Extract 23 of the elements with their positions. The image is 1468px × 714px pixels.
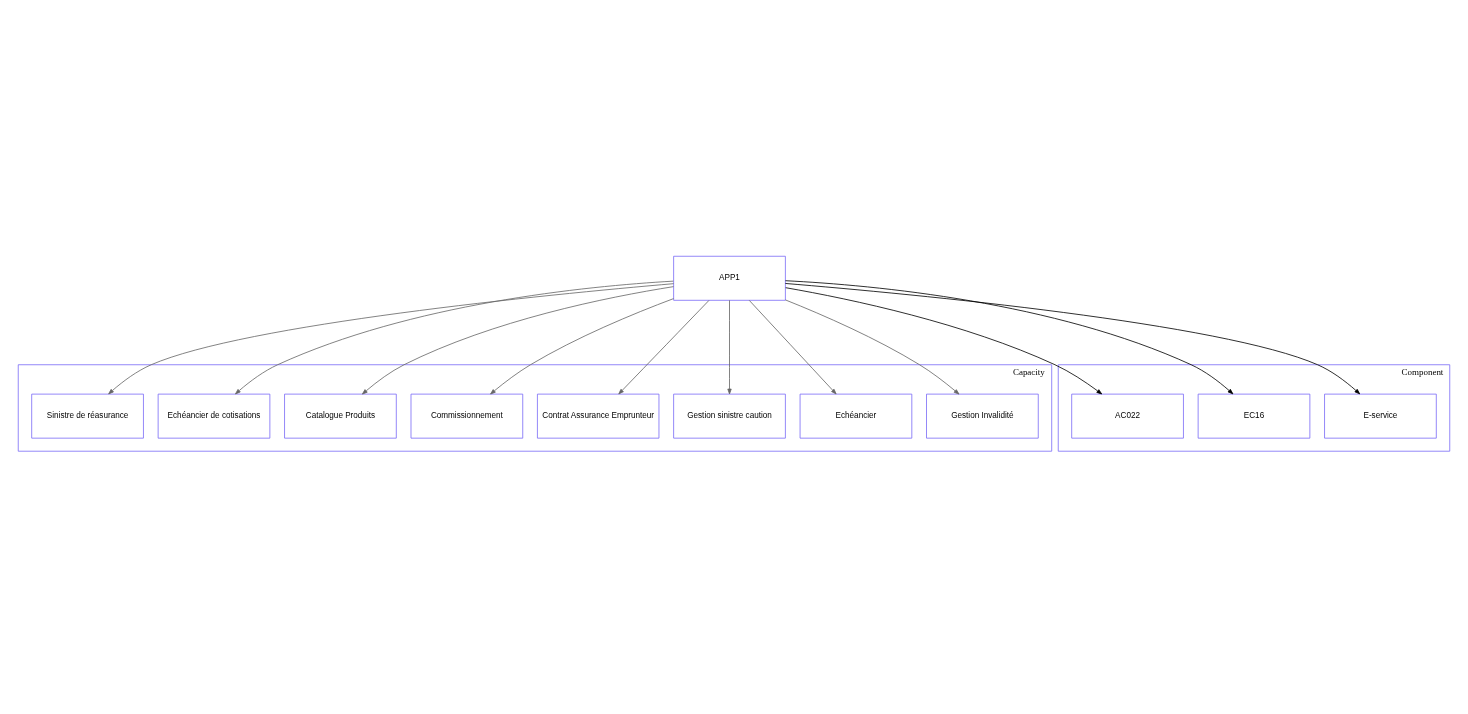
node-box: Gestion sinistre caution xyxy=(673,393,786,439)
node-box: Gestion Invalidité xyxy=(926,393,1039,439)
arrow xyxy=(618,299,710,395)
node-box: Contrat Assurance Emprunteur xyxy=(537,393,660,439)
arrow xyxy=(235,280,674,395)
arrow xyxy=(490,298,674,395)
node-box: Catalogue Produits xyxy=(284,393,397,439)
node-box: Echéancier xyxy=(799,393,913,439)
arrow xyxy=(108,283,675,395)
node-box: Commissionnement xyxy=(410,393,524,439)
node-box: AC022 xyxy=(1071,393,1184,439)
arrow xyxy=(785,299,960,395)
arrow xyxy=(785,280,1234,395)
node-box: EC16 xyxy=(1197,393,1311,439)
arrow xyxy=(785,287,1103,395)
node-box: Echéancier de cotisations xyxy=(157,393,271,439)
node-box: APP1 xyxy=(673,255,786,301)
arrow xyxy=(727,299,732,395)
node-box: E-service xyxy=(1324,393,1437,439)
arrow xyxy=(748,299,837,395)
arrow xyxy=(785,283,1361,395)
node-box: Sinistre de réasurance xyxy=(31,393,144,439)
arrow xyxy=(362,286,674,395)
